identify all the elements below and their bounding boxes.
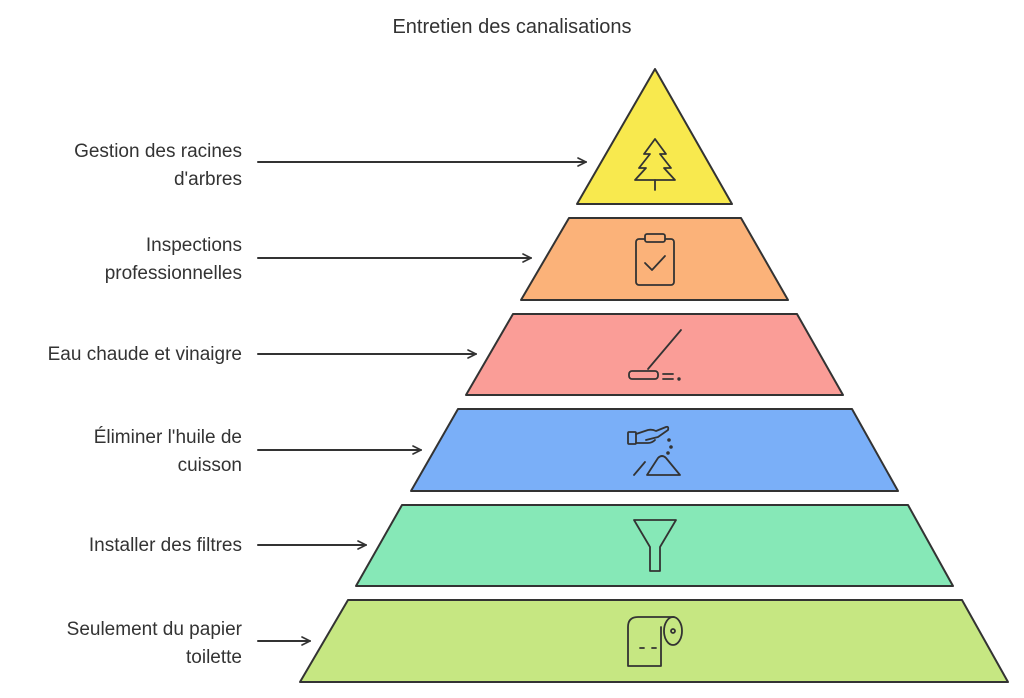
- level-2-trapezoid: [520, 217, 789, 301]
- level-5-label: Installer des filtres: [88, 535, 242, 556]
- level-3-trapezoid: [465, 313, 844, 396]
- level-1-triangle: [576, 68, 733, 205]
- diagram-title: Entretien des canalisations: [392, 16, 632, 38]
- funnel-icon: [633, 519, 677, 572]
- mop-icon: [628, 329, 682, 381]
- pine-tree-icon: [634, 138, 676, 191]
- toilet-paper-icon: [627, 616, 683, 667]
- hand-sprinkle-icon: [627, 425, 681, 476]
- level-4-trapezoid: [410, 408, 899, 492]
- level-5-trapezoid: [355, 504, 954, 587]
- clipboard-check-icon: [635, 233, 675, 286]
- level-6-trapezoid: [299, 599, 1009, 683]
- level-3-label: Eau chaude et vinaigre: [47, 344, 242, 365]
